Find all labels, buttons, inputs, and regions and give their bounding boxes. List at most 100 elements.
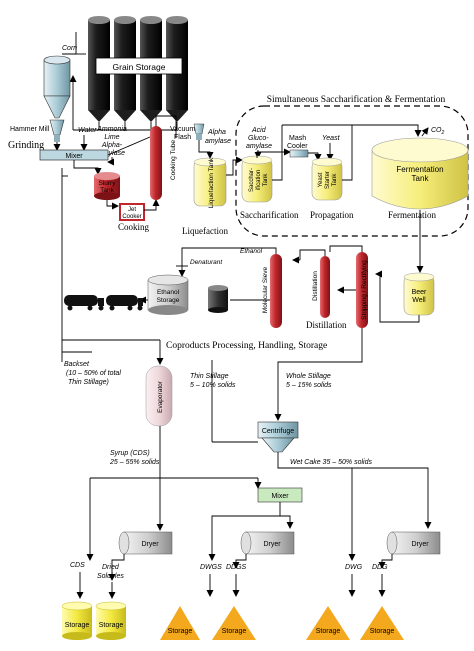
dryer-2-label: Dryer: [263, 541, 281, 548]
vacuum-flash-label-2: Flash: [174, 134, 191, 141]
alpha-amylase-label-1: Alpha-: [101, 142, 123, 149]
ethanol-label: Ethanol: [240, 248, 263, 255]
wet-cake-label: Wet Cake 35 – 50% solids: [290, 459, 372, 466]
dryer-2: Dryer: [240, 531, 295, 555]
backset-label-1: Backset: [64, 361, 90, 368]
yeast-tank-label-2: Starter: [325, 171, 331, 189]
saccharification-tank: Sacchar- ification Tank: [241, 155, 273, 203]
dryer-1-label: Dryer: [141, 541, 159, 548]
dryer-3: Dryer: [386, 531, 441, 555]
ssf-region: [235, 105, 469, 237]
glucoamylase-label-2: amylase: [246, 143, 272, 150]
liquefaction-tank-label: Liquefaction Tank: [208, 157, 215, 208]
dried-solubles-label-1: Dried: [102, 564, 120, 571]
beer-well-label-1: Beer: [412, 289, 427, 296]
hammer-mill: [49, 119, 65, 142]
alpha-amylase-b-label-2: amylase: [205, 138, 231, 145]
saccharification-label: Saccharification: [240, 210, 299, 220]
coproducts-label: Coproducts Processing, Handling, Storage: [166, 341, 327, 351]
grain-storage-label: Grain Storage: [113, 62, 166, 72]
grinding-label: Grinding: [8, 140, 44, 151]
mixer-1-label: Mixer: [65, 153, 83, 160]
vacuum-flash-vessel: [193, 123, 205, 140]
liquefaction-label: Liquefaction: [182, 226, 228, 236]
distillation-column: Distillation: [312, 256, 330, 318]
sacch-tank-label-1: Sacchar-: [249, 168, 255, 192]
corn-label: Corn: [62, 45, 77, 52]
co2-text: CO: [431, 127, 442, 134]
liquefaction-tank: Liquefaction Tank: [193, 157, 227, 208]
grain-storage-silos: Grain Storage: [88, 16, 188, 122]
co2-label: CO2: [431, 127, 445, 136]
lime-label: Lime: [104, 134, 119, 141]
ssf-title: Simultaneous Saccharification & Fermenta…: [267, 94, 446, 105]
ddgs-storage-label: Storage: [222, 628, 247, 635]
jet-cooker: Jet Cooker: [119, 203, 145, 221]
mash-cooler: [289, 149, 309, 158]
dried-solubles-storage-label: Storage: [99, 622, 124, 629]
dried-solubles-storage-tank: Storage: [95, 601, 127, 640]
mixer-2-label: Mixer: [271, 493, 289, 500]
cds-storage-tank: Storage: [61, 601, 93, 640]
propagation-label: Propagation: [310, 210, 354, 220]
dwg-storage-label: Storage: [316, 628, 341, 635]
mash-cooler-label-1: Mash: [289, 135, 306, 142]
hammer-mill-label: Hammer Mill: [10, 126, 50, 133]
vacuum-flash-label-1: Vacuum: [170, 126, 195, 133]
denaturant-tank: [208, 285, 228, 313]
tanker-truck-2: [106, 295, 143, 311]
fermentation-tank-label-2: Tank: [412, 174, 430, 183]
dwg-storage-pile: Storage: [306, 606, 350, 640]
evaporator: Evaporator: [145, 365, 173, 427]
ethanol-storage-label-1: Ethanol: [157, 289, 180, 296]
distillation-label: Distillation: [306, 320, 347, 330]
water-label: Water: [78, 127, 97, 134]
denaturant-label: Denaturant: [190, 259, 223, 266]
dwgs-label: DWGS: [200, 564, 222, 571]
ammonia-label: Ammonia: [96, 126, 127, 133]
sacch-tank-label-3: Tank: [263, 173, 269, 187]
fermentation-tank: Fermentation Tank: [371, 137, 469, 210]
dryer-1: Dryer: [118, 531, 173, 555]
backset-label-2: (10 – 50% of total: [66, 370, 121, 377]
yeast-tank-label-1: Yeast: [318, 172, 324, 187]
co2-subscript: 2: [441, 130, 445, 136]
evaporator-label: Evaporator: [157, 380, 164, 413]
backset-label-3: Thin Stillage): [68, 379, 109, 386]
cds-label: CDS: [70, 562, 85, 569]
mixer-1: Mixer: [39, 149, 109, 161]
yeast-tank-label-3: Tank: [332, 173, 338, 187]
distillation-col-label: Distillation: [312, 271, 319, 301]
dwg-label: DWG: [345, 564, 363, 571]
slurry-tank: Slurry Tank: [94, 172, 120, 200]
glucoamylase-label-1: Gluco-: [248, 135, 269, 142]
whole-stillage-label-1: Whole Stillage: [286, 373, 331, 380]
beer-well: Beer Well: [403, 272, 435, 316]
acid-label: Acid: [251, 127, 267, 134]
molecular-sieve-label: Molecular Sieve: [262, 266, 269, 313]
stripping-label: Stripping / Rectifying: [361, 260, 368, 320]
dwgs-storage-label: Storage: [168, 628, 193, 635]
alpha-amylase-b-label-1: Alpha: [207, 129, 226, 136]
dried-solubles-label-2: Solubles: [97, 573, 124, 580]
syrup-label-2: 25 – 55% solids: [109, 459, 160, 466]
mash-cooler-label-2: Cooler: [287, 143, 308, 150]
cooking-tube-label: Cooking Tube: [170, 140, 177, 180]
slurry-tank-label-1: Slurry: [99, 180, 117, 187]
dryer-3-label: Dryer: [411, 541, 429, 548]
ethanol-storage-label-2: Storage: [157, 297, 180, 304]
mixer-2: Mixer: [257, 487, 303, 503]
sacch-tank-label-2: ification: [256, 170, 262, 190]
whole-stillage-label-2: 5 – 15% solids: [286, 382, 332, 389]
dwgs-storage-pile: Storage: [160, 606, 200, 640]
ethanol-storage: Ethanol Storage: [147, 274, 189, 315]
tanker-truck-1: [64, 295, 104, 311]
ddg-label: DDG: [372, 564, 388, 571]
cooking-tube: Cooking Tube: [150, 126, 177, 200]
syrup-label-1: Syrup (CDS): [110, 450, 150, 457]
ddgs-storage-pile: Storage: [212, 606, 256, 640]
stripping-rectifying-column: Stripping / Rectifying: [356, 252, 368, 328]
ddg-storage-pile: Storage: [360, 606, 404, 640]
cds-storage-label: Storage: [65, 622, 90, 629]
